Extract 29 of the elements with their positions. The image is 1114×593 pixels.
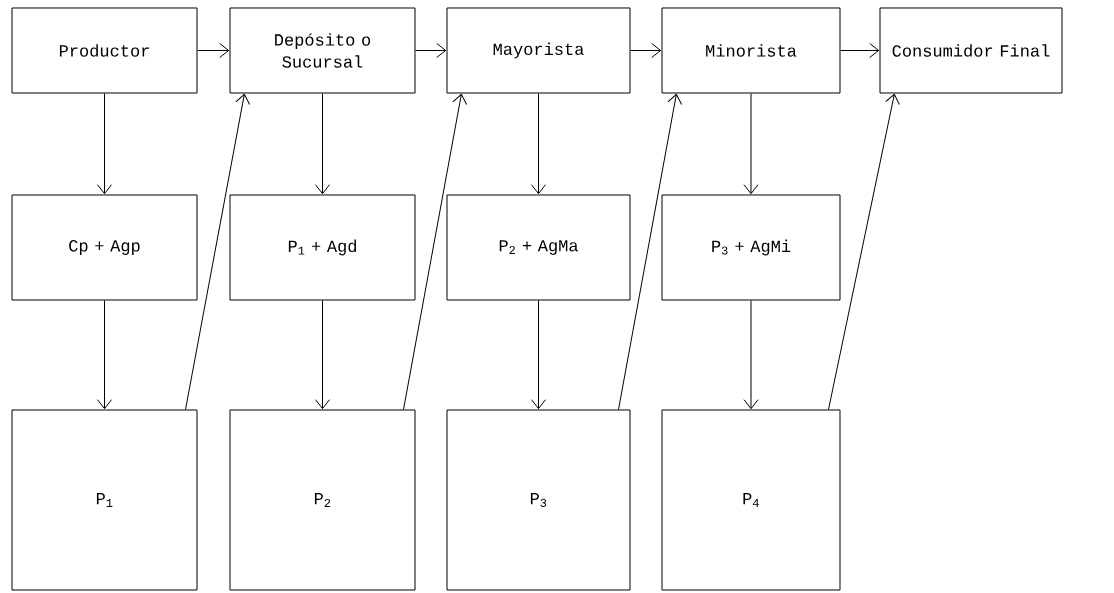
arrow (618, 93, 683, 410)
arrow (743, 93, 759, 195)
process-box: Consumidor Final (879, 7, 1063, 94)
process-box: Depósito o Sucursal (229, 7, 416, 94)
arrow (403, 93, 468, 410)
arrow (315, 93, 330, 195)
process-box: P$_{3}$ (446, 409, 631, 591)
arrow (185, 93, 251, 410)
arrow (197, 43, 230, 58)
arrow (97, 93, 112, 195)
process-box: Mayorista (446, 7, 631, 94)
arrow (828, 93, 900, 410)
process-box: P$_{4}$ (661, 409, 841, 591)
arrow (97, 300, 112, 410)
arrow (315, 300, 330, 410)
process-box: P$_{2}$ + AgMa (446, 194, 631, 301)
arrow (840, 43, 880, 58)
arrow (743, 300, 759, 410)
arrow (415, 43, 447, 58)
process-box: P$_{1}$ (11, 409, 198, 591)
process-box: Productor (11, 7, 198, 94)
arrow (531, 93, 546, 195)
process-box: P$_{2}$ (229, 409, 416, 591)
process-box: Cp + Agp (11, 194, 198, 301)
process-box: Minorista (661, 7, 841, 94)
process-box: P$_{1}$ + Agd (229, 194, 416, 301)
process-box: P$_{3}$ + AgMi (661, 194, 841, 301)
arrow (531, 300, 546, 410)
arrow (630, 43, 662, 58)
